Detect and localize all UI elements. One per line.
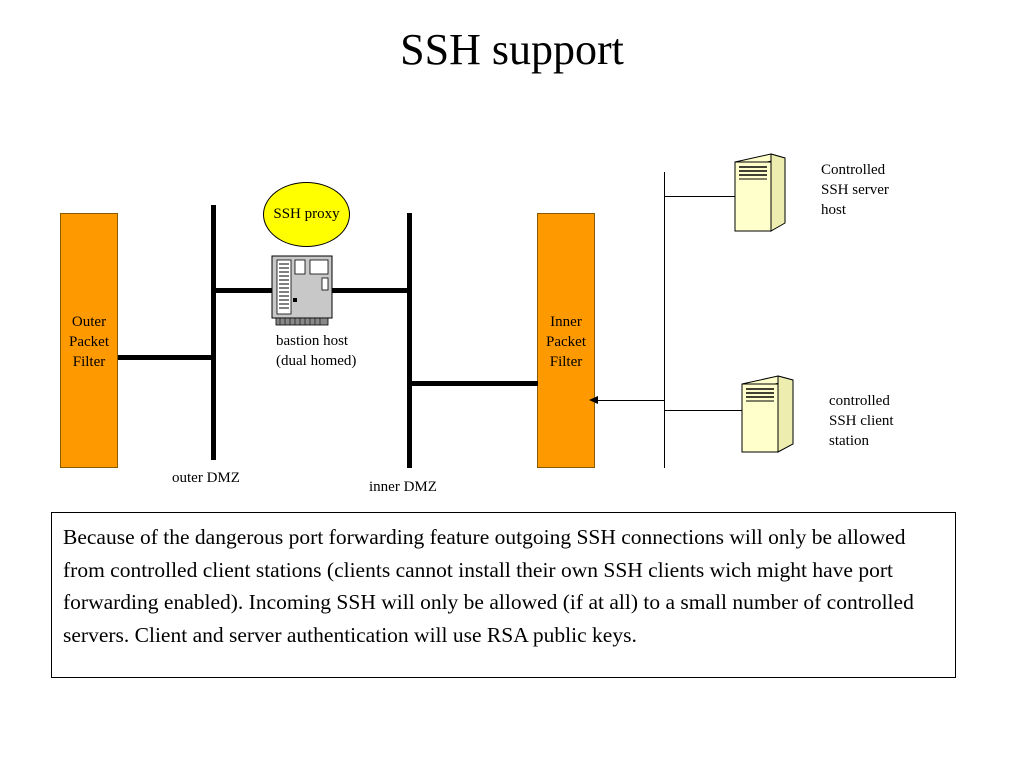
arrow-head [589, 396, 598, 404]
inner-dmz-bus [407, 213, 412, 468]
outer-dmz-label: outer DMZ [172, 470, 240, 486]
ssh-client-station-label: controlled SSH client station [829, 393, 894, 449]
ssh-client-station-icon [741, 375, 794, 453]
bastion-inner-link [332, 288, 410, 293]
ssh-server-host-icon [734, 153, 786, 232]
ssh-proxy-ellipse: SSH proxy [263, 182, 350, 247]
page-title: SSH support [400, 25, 624, 74]
bastion-outer-link [214, 288, 274, 293]
internal-network-line [664, 172, 665, 468]
ssh-server-host-label: Controlled SSH server host [821, 162, 889, 218]
outer-packet-filter [60, 213, 118, 468]
server-host-link [665, 196, 735, 197]
inner-packet-filter [537, 213, 595, 468]
inner-filter-link [410, 381, 538, 386]
inner-dmz-label: inner DMZ [369, 479, 437, 495]
client-to-filter-link [597, 400, 664, 401]
outer-filter-link [118, 355, 213, 360]
description-box: Because of the dangerous port forwarding… [51, 512, 956, 678]
inner-packet-filter-label: Inner Packet Filter [546, 314, 586, 370]
ssh-proxy-label: SSH proxy [273, 206, 340, 222]
outer-packet-filter-label: Outer Packet Filter [69, 314, 109, 370]
bastion-host-label: bastion host (dual homed) [276, 333, 357, 369]
description-text: Because of the dangerous port forwarding… [63, 525, 914, 647]
bastion-host-icon [271, 255, 333, 326]
client-station-link [665, 410, 742, 411]
outer-dmz-bus [211, 205, 216, 460]
